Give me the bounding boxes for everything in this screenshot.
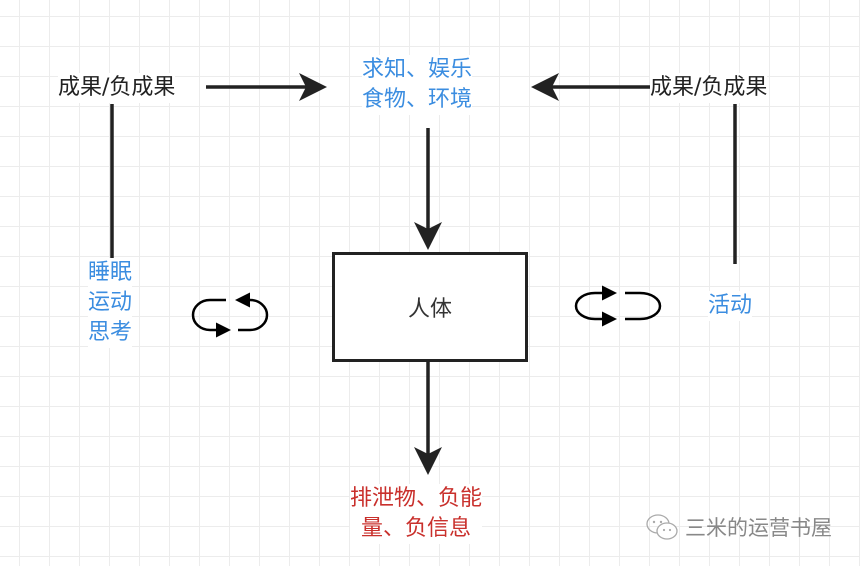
activity-sleep: 睡眠 (88, 260, 133, 285)
watermark: 三米的运营书屋 (645, 512, 832, 542)
cycle-icon-right (574, 285, 662, 327)
outputs-line-1: 排泄物、负能 (350, 486, 483, 511)
needs-label: 求知、娱乐 食物、环境 (362, 55, 473, 115)
right-activity-label: 活动 (708, 291, 753, 321)
outputs-line-2: 量、负信息 (361, 516, 472, 541)
needs-line-1: 求知、娱乐 (362, 57, 473, 82)
body-node: 人体 (332, 252, 528, 362)
left-activities-label: 睡眠 运动 思考 (88, 258, 133, 348)
top-left-outcome-label: 成果/负成果 (58, 73, 176, 103)
activity-exercise: 运动 (88, 290, 133, 315)
outputs-label: 排泄物、负能 量、负信息 (350, 484, 483, 544)
body-label: 人体 (407, 297, 452, 322)
wechat-icon (646, 514, 678, 540)
activity-think: 思考 (88, 320, 133, 345)
top-right-outcome-label: 成果/负成果 (650, 73, 768, 103)
needs-line-2: 食物、环境 (362, 87, 473, 112)
watermark-text: 三米的运营书屋 (685, 516, 832, 540)
cycle-icon-left (191, 292, 269, 338)
